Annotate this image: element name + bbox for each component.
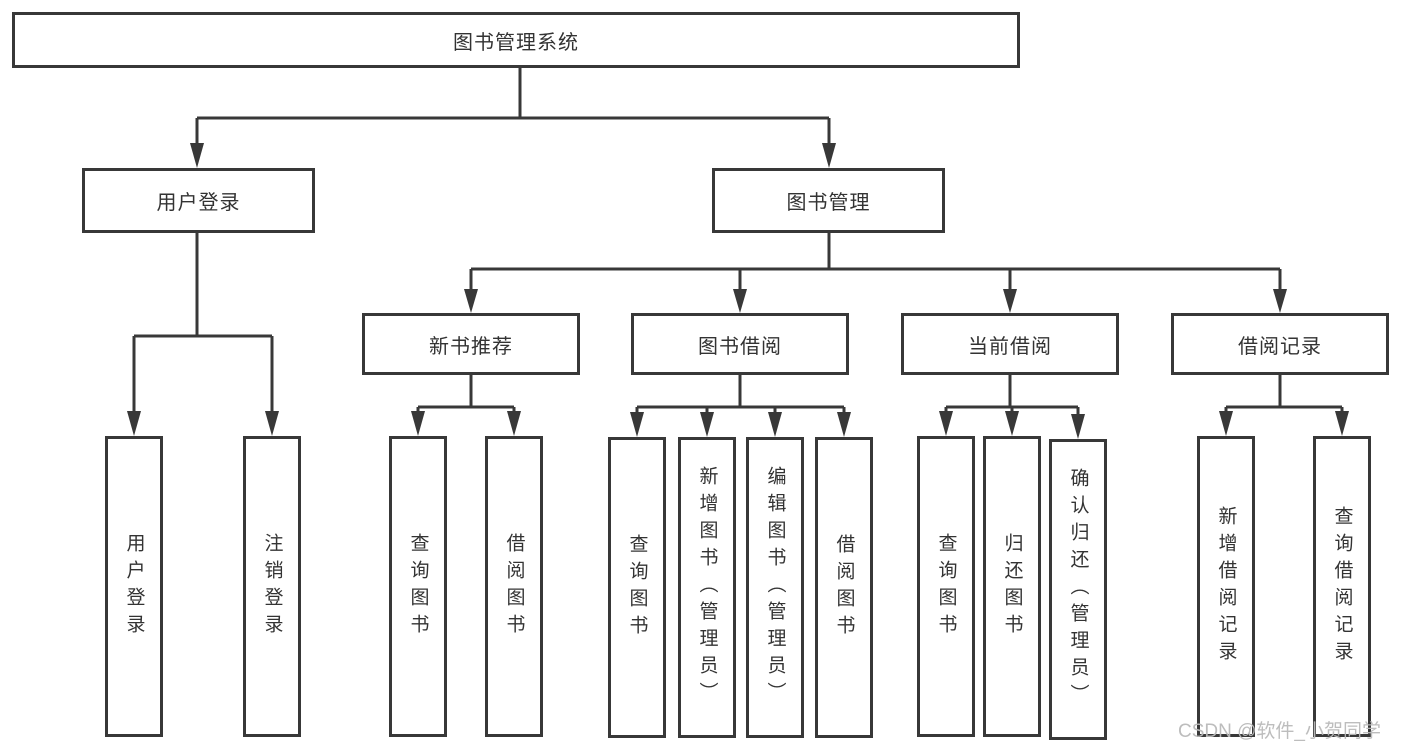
node-user-login: 用户登录: [82, 168, 315, 233]
leaf-logout: 注销登录: [243, 436, 301, 737]
arrowheads: [127, 143, 1349, 439]
node-current-borrow: 当前借阅: [901, 313, 1119, 375]
leaf-label: 借阅图书: [503, 532, 525, 641]
node-label: 图书管理: [786, 192, 871, 214]
leaf-label: 编辑图书（管理员）: [764, 466, 786, 709]
csdn-watermark: CSDN @软件_小贺同学: [1178, 721, 1381, 742]
leaf-label: 查询借阅记录: [1331, 505, 1353, 668]
leaf-query-book-borrow: 查询图书: [608, 437, 666, 738]
leaf-label: 用户登录: [123, 532, 145, 641]
node-label: 借阅记录: [1238, 335, 1322, 358]
leaf-label: 查询图书: [935, 532, 957, 641]
leaf-user-login: 用户登录: [105, 436, 163, 737]
node-new-book-recommend: 新书推荐: [362, 313, 580, 375]
node-library-management-system: 图书管理系统: [12, 12, 1020, 68]
leaf-label: 新增借阅记录: [1215, 505, 1237, 668]
node-book-management: 图书管理: [712, 168, 945, 233]
leaf-label: 查询图书: [626, 533, 648, 642]
node-label: 新书推荐: [429, 335, 513, 358]
leaf-borrow-book-recommend: 借阅图书: [485, 436, 543, 737]
leaf-label: 新增图书（管理员）: [696, 466, 718, 709]
node-label: 图书借阅: [698, 335, 782, 358]
leaf-query-borrow-record: 查询借阅记录: [1313, 436, 1371, 737]
leaf-add-borrow-record: 新增借阅记录: [1197, 436, 1255, 737]
leaf-confirm-return-admin: 确认归还（管理员）: [1049, 439, 1107, 740]
leaf-borrow-book: 借阅图书: [815, 437, 873, 738]
leaf-query-book-current: 查询图书: [917, 436, 975, 737]
leaf-edit-book-admin: 编辑图书（管理员）: [746, 437, 804, 738]
leaf-label: 归还图书: [1001, 532, 1023, 641]
leaf-query-book-recommend: 查询图书: [389, 436, 447, 737]
node-borrow-record: 借阅记录: [1171, 313, 1389, 375]
leaf-label: 注销登录: [261, 532, 283, 641]
leaf-return-book: 归还图书: [983, 436, 1041, 737]
leaf-label: 借阅图书: [833, 533, 855, 642]
node-book-borrow: 图书借阅: [631, 313, 849, 375]
node-label: 图书管理系统: [453, 31, 579, 54]
leaf-label: 确认归还（管理员）: [1067, 468, 1089, 711]
leaf-label: 查询图书: [407, 532, 429, 641]
node-label: 当前借阅: [968, 335, 1052, 358]
node-label: 用户登录: [156, 192, 241, 214]
leaf-add-book-admin: 新增图书（管理员）: [678, 437, 736, 738]
